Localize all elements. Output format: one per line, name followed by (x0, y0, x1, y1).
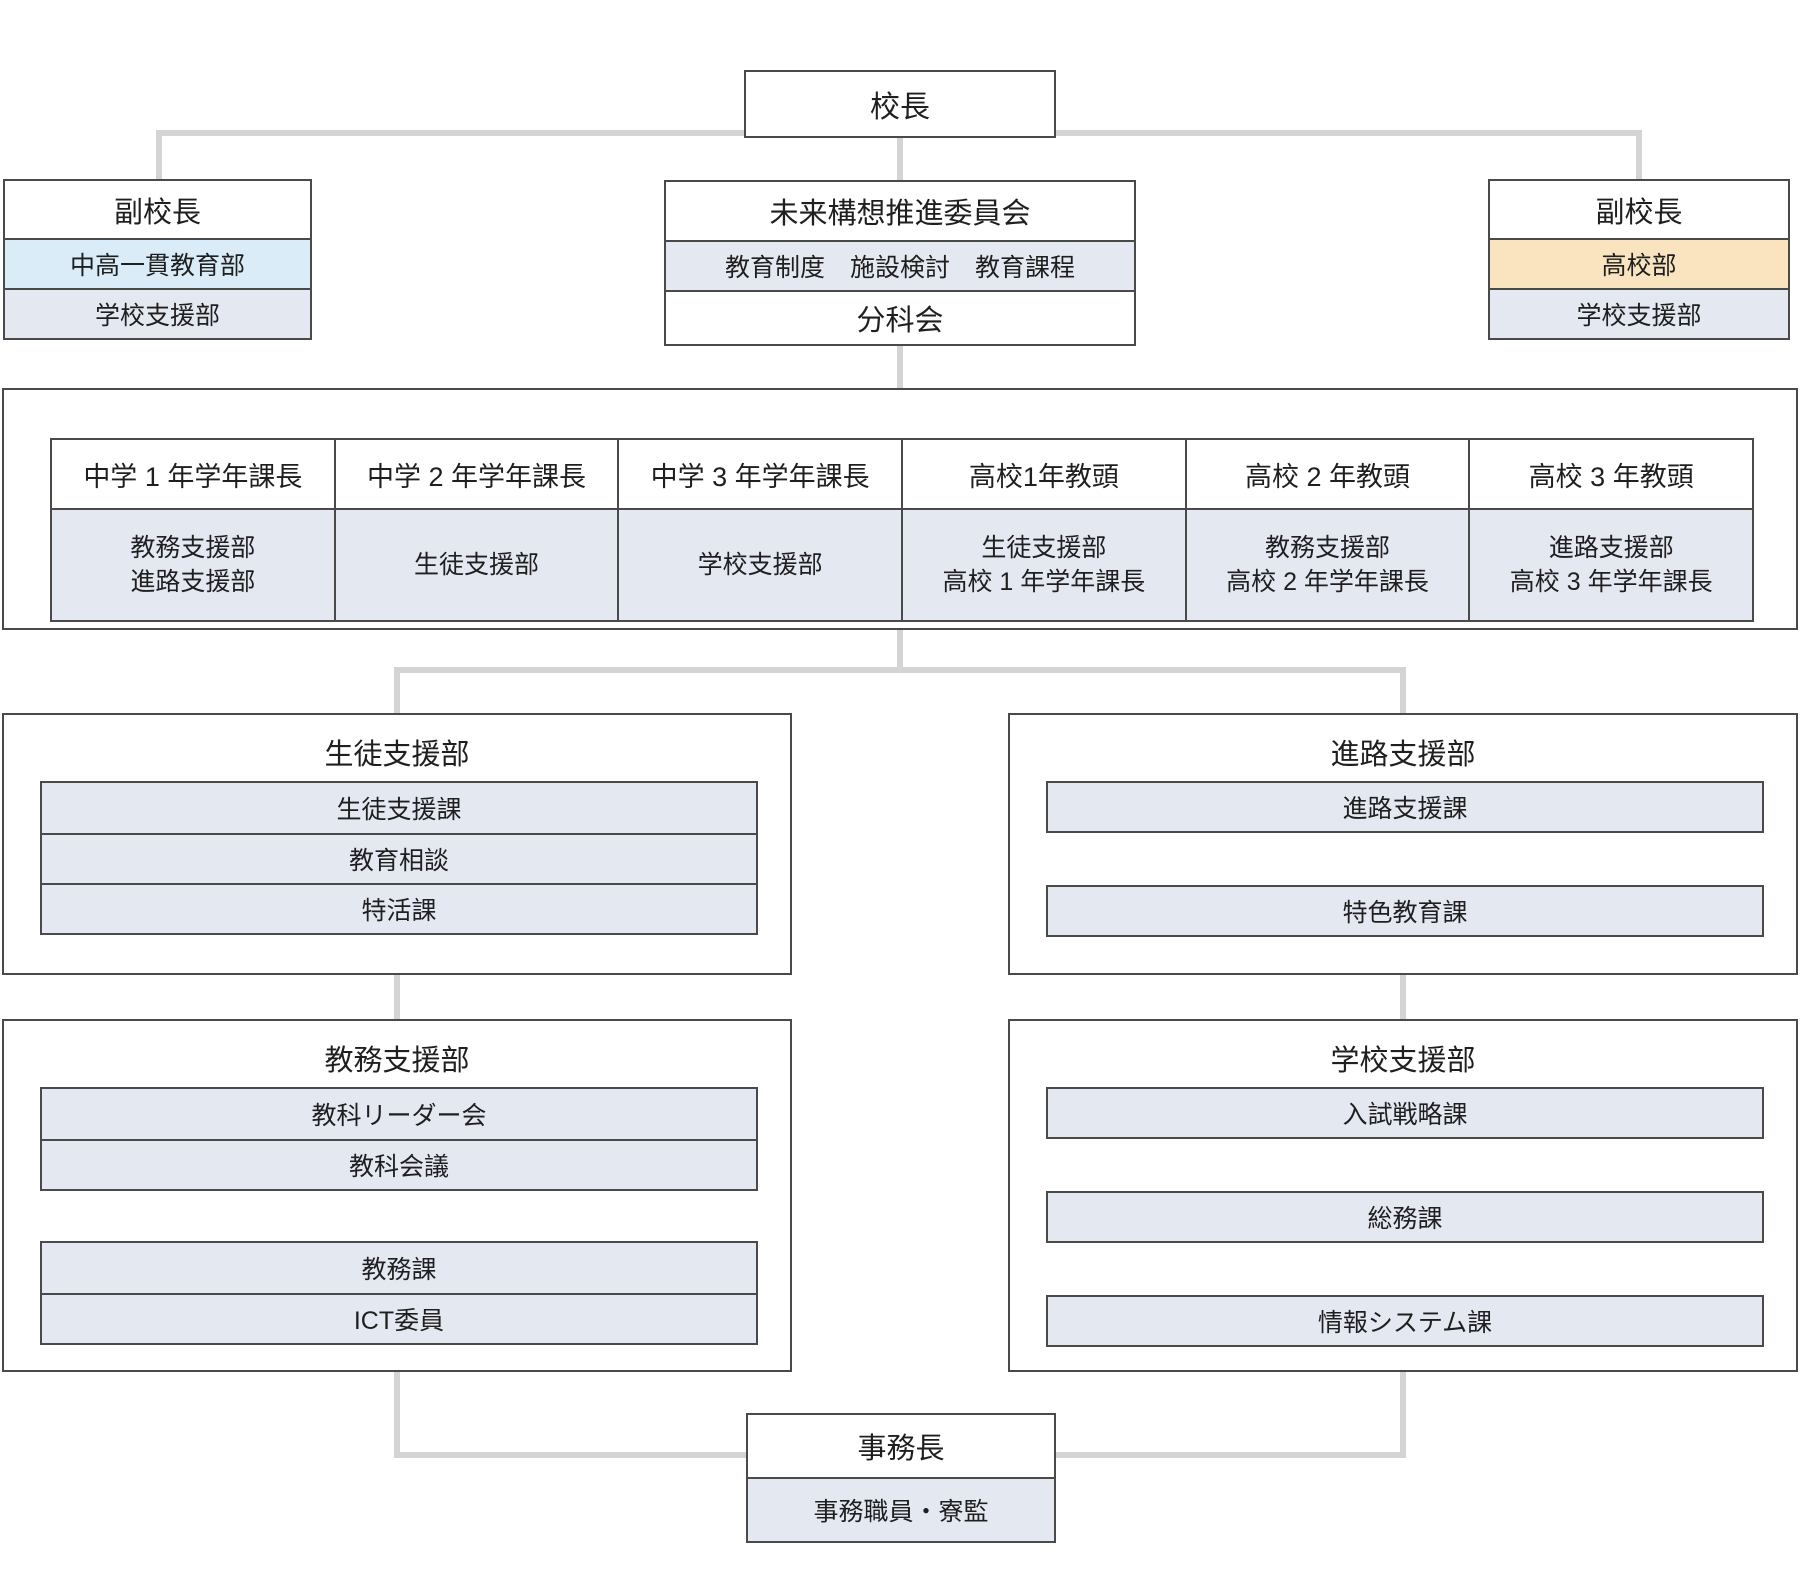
connector-committee-table (897, 343, 903, 389)
connector-right-bottom-vertical (1400, 1370, 1406, 1458)
grade-head-j2: 中学 2 年学年課長 (335, 440, 618, 508)
connector-right-section1-vertical (1400, 667, 1406, 715)
school-support-item: 情報システム課 (1046, 1295, 1764, 1347)
student-support-item: 特活課 (42, 883, 756, 933)
academic-support-item: ICT委員 (42, 1293, 756, 1343)
grade-column-h1: 高校1年教頭 生徒支援部 高校 1 年学年課長 (901, 440, 1185, 620)
grade-sub-j1: 教務支援部 進路支援部 (52, 508, 334, 620)
school-support-title: 学校支援部 (1330, 1045, 1476, 1077)
connector-left-bottom-vertical (394, 1370, 400, 1458)
connector-top-left-vertical (156, 130, 162, 179)
grade-head-h3: 高校 3 年教頭 (1470, 440, 1753, 508)
grade-head-j1: 中学 1 年学年課長 (52, 440, 334, 508)
academic-support-item: 教科リーダー会 (42, 1089, 756, 1139)
grade-sub-j2: 生徒支援部 (335, 508, 618, 620)
vice-principal-left-box: 副校長 中高一貫教育部 学校支援部 (3, 179, 312, 340)
connector-split-horizontal (394, 667, 1406, 673)
dept-kokobu: 高校部 (1490, 238, 1788, 288)
connector-table-split-vertical (897, 628, 903, 673)
academic-support-item: 教務課 (42, 1243, 756, 1293)
principal-label: 校長 (870, 91, 930, 124)
principal-box: 校長 (744, 70, 1056, 138)
academic-support-title: 教務支援部 (324, 1045, 470, 1077)
student-support-item: 教育相談 (42, 833, 756, 883)
grade-sub-line: 高校 2 年学年課長 (1226, 568, 1429, 596)
dept-gakko-shien-right: 学校支援部 (1490, 288, 1788, 338)
vice-principal-left-title: 副校長 (113, 196, 201, 229)
student-support-item: 生徒支援課 (42, 783, 756, 833)
grade-leaders-container: 中学 1 年学年課長 教務支援部 進路支援部 中学 2 年学年課長 生徒支援部 … (2, 388, 1798, 630)
office-manager-box: 事務長 事務職員・寮監 (746, 1413, 1056, 1543)
grade-column-j3: 中学 3 年学年課長 学校支援部 (617, 440, 902, 620)
grade-sub-line: 教務支援部 (130, 534, 256, 562)
dept-chuko-ikkan: 中高一貫教育部 (5, 238, 310, 288)
grade-head-h2: 高校 2 年教頭 (1186, 440, 1469, 508)
student-support-stack: 生徒支援課 教育相談 特活課 (40, 781, 758, 935)
student-support-title: 生徒支援部 (324, 739, 470, 771)
career-support-section: 進路支援部 進路支援課 特色教育課 (1008, 713, 1798, 975)
connector-right-gap-vertical (1400, 973, 1406, 1021)
office-manager-title: 事務長 (857, 1433, 945, 1465)
grade-sub-line: 高校 1 年学年課長 (942, 568, 1146, 596)
vice-principal-right-box: 副校長 高校部 学校支援部 (1488, 179, 1790, 340)
grade-sub-h2: 教務支援部 高校 2 年学年課長 (1186, 508, 1469, 620)
grade-column-h2: 高校 2 年教頭 教務支援部 高校 2 年学年課長 (1184, 440, 1469, 620)
grade-sub-line: 学校支援部 (697, 551, 823, 579)
grade-column-h3: 高校 3 年教頭 進路支援部 高校 3 年学年課長 (1468, 440, 1753, 620)
grade-sub-line: 進路支援部 (1548, 534, 1674, 562)
grade-column-j2: 中学 2 年学年課長 生徒支援部 (333, 440, 618, 620)
office-staff-row: 事務職員・寮監 (748, 1477, 1054, 1541)
school-support-section: 学校支援部 入試戦略課 総務課 情報システム課 (1008, 1019, 1798, 1372)
grade-sub-line: 生徒支援部 (414, 551, 540, 579)
grade-column-j1: 中学 1 年学年課長 教務支援部 進路支援部 (52, 440, 334, 620)
grade-head-j3: 中学 3 年学年課長 (619, 440, 902, 508)
academic-support-item: 教科会議 (42, 1139, 756, 1189)
student-support-section: 生徒支援部 生徒支援課 教育相談 特活課 (2, 713, 792, 975)
grade-sub-j3: 学校支援部 (619, 508, 902, 620)
grade-sub-line: 生徒支援部 (981, 534, 1107, 562)
school-support-item: 総務課 (1046, 1191, 1764, 1243)
school-support-item: 入試戦略課 (1046, 1087, 1764, 1139)
connector-top-right-vertical (1636, 130, 1642, 179)
career-support-item: 特色教育課 (1046, 885, 1764, 937)
grade-sub-line: 高校 3 年学年課長 (1509, 568, 1713, 596)
grade-sub-line: 進路支援部 (130, 568, 256, 596)
grade-sub-h3: 進路支援部 高校 3 年学年課長 (1470, 508, 1753, 620)
academic-support-group2: 教務課 ICT委員 (40, 1241, 758, 1345)
grade-sub-line: 教務支援部 (1265, 534, 1391, 562)
future-committee-box: 未来構想推進委員会 教育制度 施設検討 教育課程 分科会 (664, 180, 1136, 346)
connector-left-gap-vertical (394, 973, 400, 1021)
future-committee-title: 未来構想推進委員会 (769, 198, 1031, 230)
future-committee-branch: 分科会 (666, 290, 1134, 344)
academic-support-group1: 教科リーダー会 教科会議 (40, 1087, 758, 1191)
grade-leaders-table: 中学 1 年学年課長 教務支援部 進路支援部 中学 2 年学年課長 生徒支援部 … (50, 438, 1754, 622)
academic-support-section: 教務支援部 教科リーダー会 教科会議 教務課 ICT委員 (2, 1019, 792, 1372)
grade-head-h1: 高校1年教頭 (903, 440, 1185, 508)
connector-principal-committee (897, 134, 903, 182)
future-committee-subcommittees: 教育制度 施設検討 教育課程 (666, 240, 1134, 290)
vice-principal-right-title: 副校長 (1595, 196, 1683, 229)
career-support-title: 進路支援部 (1330, 739, 1476, 771)
career-support-item: 進路支援課 (1046, 781, 1764, 833)
connector-left-section1-vertical (394, 667, 400, 715)
dept-gakko-shien-left: 学校支援部 (5, 288, 310, 338)
grade-sub-h1: 生徒支援部 高校 1 年学年課長 (903, 508, 1185, 620)
